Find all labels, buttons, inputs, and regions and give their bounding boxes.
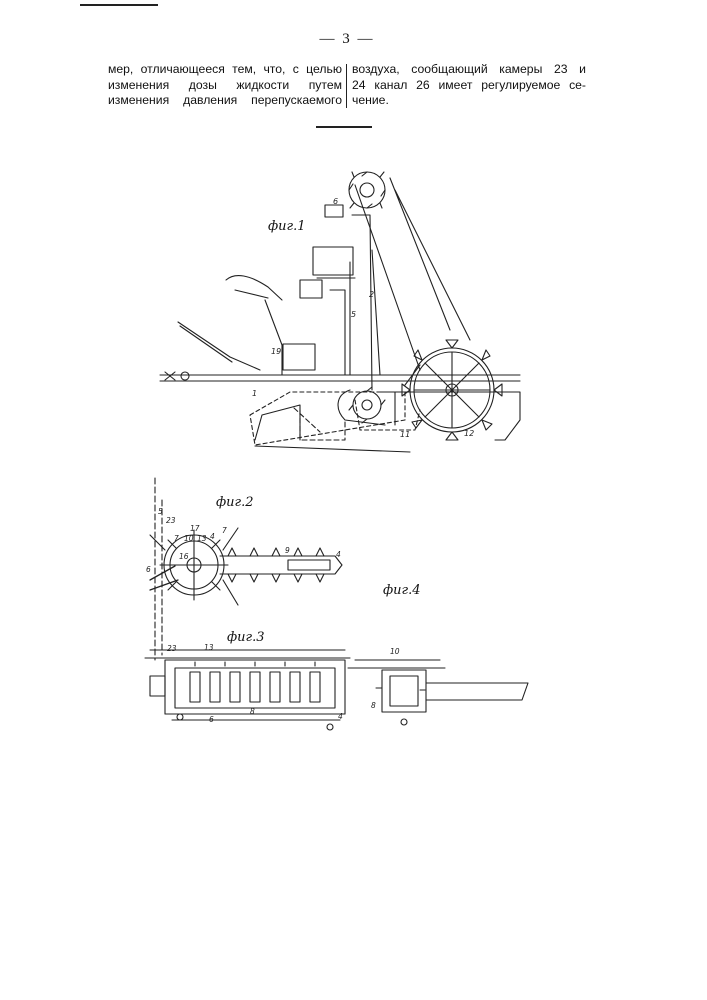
- fig3-callout: 23: [167, 644, 177, 653]
- fig1-callout: 11: [400, 430, 410, 439]
- fig2-callout: 9: [285, 546, 290, 555]
- figure-4-label: фиг.4: [383, 583, 421, 598]
- figure-1-planter-side-view: [160, 172, 520, 452]
- figure-3-label: фиг.3: [227, 630, 265, 645]
- fig2-callout: 7: [174, 534, 179, 543]
- fig3-callout: 13: [204, 643, 214, 652]
- fig2-callout: 10: [184, 534, 194, 543]
- figure-3-plan-view: [145, 650, 350, 730]
- figure-4-end-view: [348, 660, 528, 725]
- fig4-callout: 8: [371, 701, 376, 710]
- figure-3-callouts: 23 13 6 8 4: [167, 643, 343, 724]
- fig4-callout: 10: [390, 647, 400, 656]
- fig2-callout: 4: [336, 550, 341, 559]
- figure-2-label: фиг.2: [216, 495, 254, 510]
- figure-2-callouts: 5 23 7 10 17 13 4 7 9 4 16 6: [146, 507, 341, 574]
- fig2-callout: 7: [222, 526, 227, 535]
- fig2-callout: 5: [158, 507, 163, 516]
- fig3-callout: 8: [250, 707, 255, 716]
- fig1-callout: 19: [271, 347, 281, 356]
- fig1-callout: 1: [252, 389, 257, 398]
- fig1-callout: 12: [464, 429, 474, 438]
- figure-4-callouts: 10 8: [371, 647, 400, 710]
- fig3-callout: 6: [209, 715, 214, 724]
- fig2-callout: 13: [197, 534, 207, 543]
- fig2-callout: 16: [179, 552, 189, 561]
- fig1-callout: 6: [333, 197, 338, 206]
- fig2-callout: 4: [210, 532, 215, 541]
- fig2-callout: 17: [190, 524, 200, 533]
- fig1-callout: 2: [369, 290, 374, 299]
- fig2-callout: 23: [166, 516, 176, 525]
- fig3-callout: 4: [338, 712, 343, 721]
- fig2-callout: 6: [146, 565, 151, 574]
- fig1-callout: 5: [351, 310, 356, 319]
- figure-1-label: фиг.1: [268, 219, 306, 234]
